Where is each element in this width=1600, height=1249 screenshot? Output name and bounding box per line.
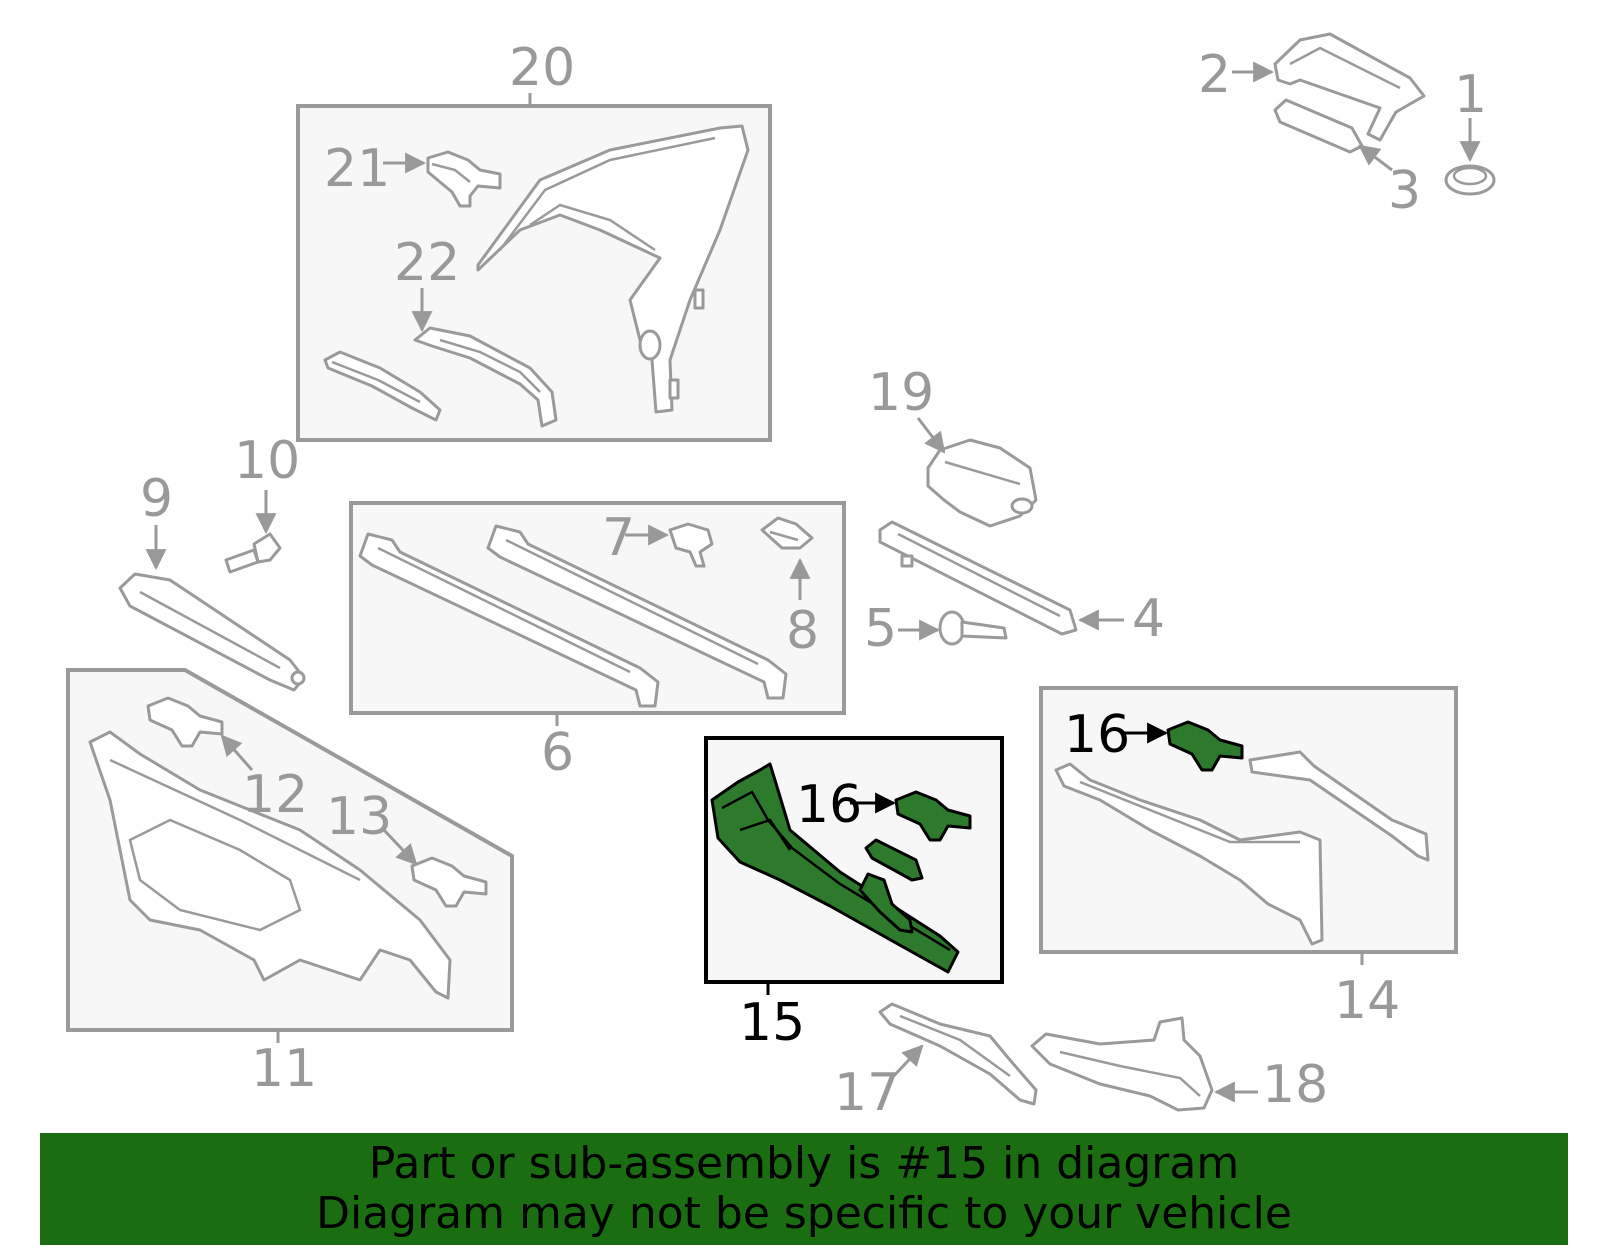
callout-18[interactable]: 18 bbox=[1262, 1055, 1328, 1115]
part-16-clip-inset-15[interactable] bbox=[894, 790, 972, 842]
part-7-clip[interactable] bbox=[668, 522, 714, 568]
callout-22[interactable]: 22 bbox=[394, 233, 460, 293]
part-10-bolt[interactable] bbox=[224, 532, 282, 574]
callout-21[interactable]: 21 bbox=[324, 139, 390, 199]
part-8-clip[interactable] bbox=[760, 516, 814, 550]
part-22-bracket[interactable] bbox=[323, 326, 558, 428]
part-12-clip[interactable] bbox=[146, 696, 224, 748]
callout-13[interactable]: 13 bbox=[326, 787, 392, 847]
part-21-clip[interactable] bbox=[426, 150, 502, 208]
callout-11[interactable]: 11 bbox=[251, 1039, 317, 1099]
callout-17[interactable]: 17 bbox=[834, 1063, 900, 1123]
part-15-glove-box-frame[interactable] bbox=[710, 762, 960, 974]
callout-1[interactable]: 1 bbox=[1454, 65, 1487, 125]
callout-6[interactable]: 6 bbox=[541, 723, 574, 783]
part-3-pad[interactable] bbox=[1273, 98, 1364, 154]
part-11-console-frame[interactable] bbox=[88, 730, 452, 1000]
callout-16-inset-15[interactable]: 16 bbox=[796, 775, 862, 835]
part-4-rail[interactable] bbox=[878, 520, 1078, 636]
part-20-glove-box-door[interactable] bbox=[476, 124, 750, 414]
part-17-bracket[interactable] bbox=[878, 1002, 1038, 1106]
callout-14[interactable]: 14 bbox=[1334, 971, 1400, 1031]
part-6-trim-strips[interactable] bbox=[358, 524, 788, 708]
part-13-clip[interactable] bbox=[410, 856, 488, 908]
callout-10[interactable]: 10 bbox=[234, 431, 300, 491]
part-2-cover[interactable] bbox=[1273, 32, 1426, 142]
callout-3[interactable]: 3 bbox=[1388, 161, 1421, 221]
callout-8[interactable]: 8 bbox=[786, 601, 819, 661]
part-9-bracket[interactable] bbox=[118, 572, 306, 692]
part-14-glove-box-bin[interactable] bbox=[1054, 750, 1430, 946]
callout-2[interactable]: 2 bbox=[1198, 45, 1231, 105]
part-5-screw[interactable] bbox=[938, 610, 1008, 646]
part-19-module[interactable] bbox=[926, 438, 1038, 528]
callout-15[interactable]: 15 bbox=[739, 993, 805, 1053]
callout-19[interactable]: 19 bbox=[868, 363, 934, 423]
callout-4[interactable]: 4 bbox=[1132, 589, 1165, 649]
part-1-cap[interactable] bbox=[1444, 164, 1496, 196]
callout-12[interactable]: 12 bbox=[242, 765, 308, 825]
part-16-clip-inset-14[interactable] bbox=[1166, 720, 1244, 772]
callout-9[interactable]: 9 bbox=[140, 469, 173, 529]
callout-5[interactable]: 5 bbox=[864, 599, 897, 659]
info-banner: Part or sub-assembly is #15 in diagram D… bbox=[40, 1133, 1568, 1245]
callout-20[interactable]: 20 bbox=[509, 38, 575, 98]
part-18-tray[interactable] bbox=[1030, 1016, 1214, 1112]
callout-7[interactable]: 7 bbox=[602, 508, 635, 568]
banner-line-part-number: Part or sub-assembly is #15 in diagram bbox=[368, 1138, 1240, 1189]
banner-line-disclaimer: Diagram may not be specific to your vehi… bbox=[316, 1188, 1292, 1239]
callout-16-inset-14[interactable]: 16 bbox=[1064, 705, 1130, 765]
